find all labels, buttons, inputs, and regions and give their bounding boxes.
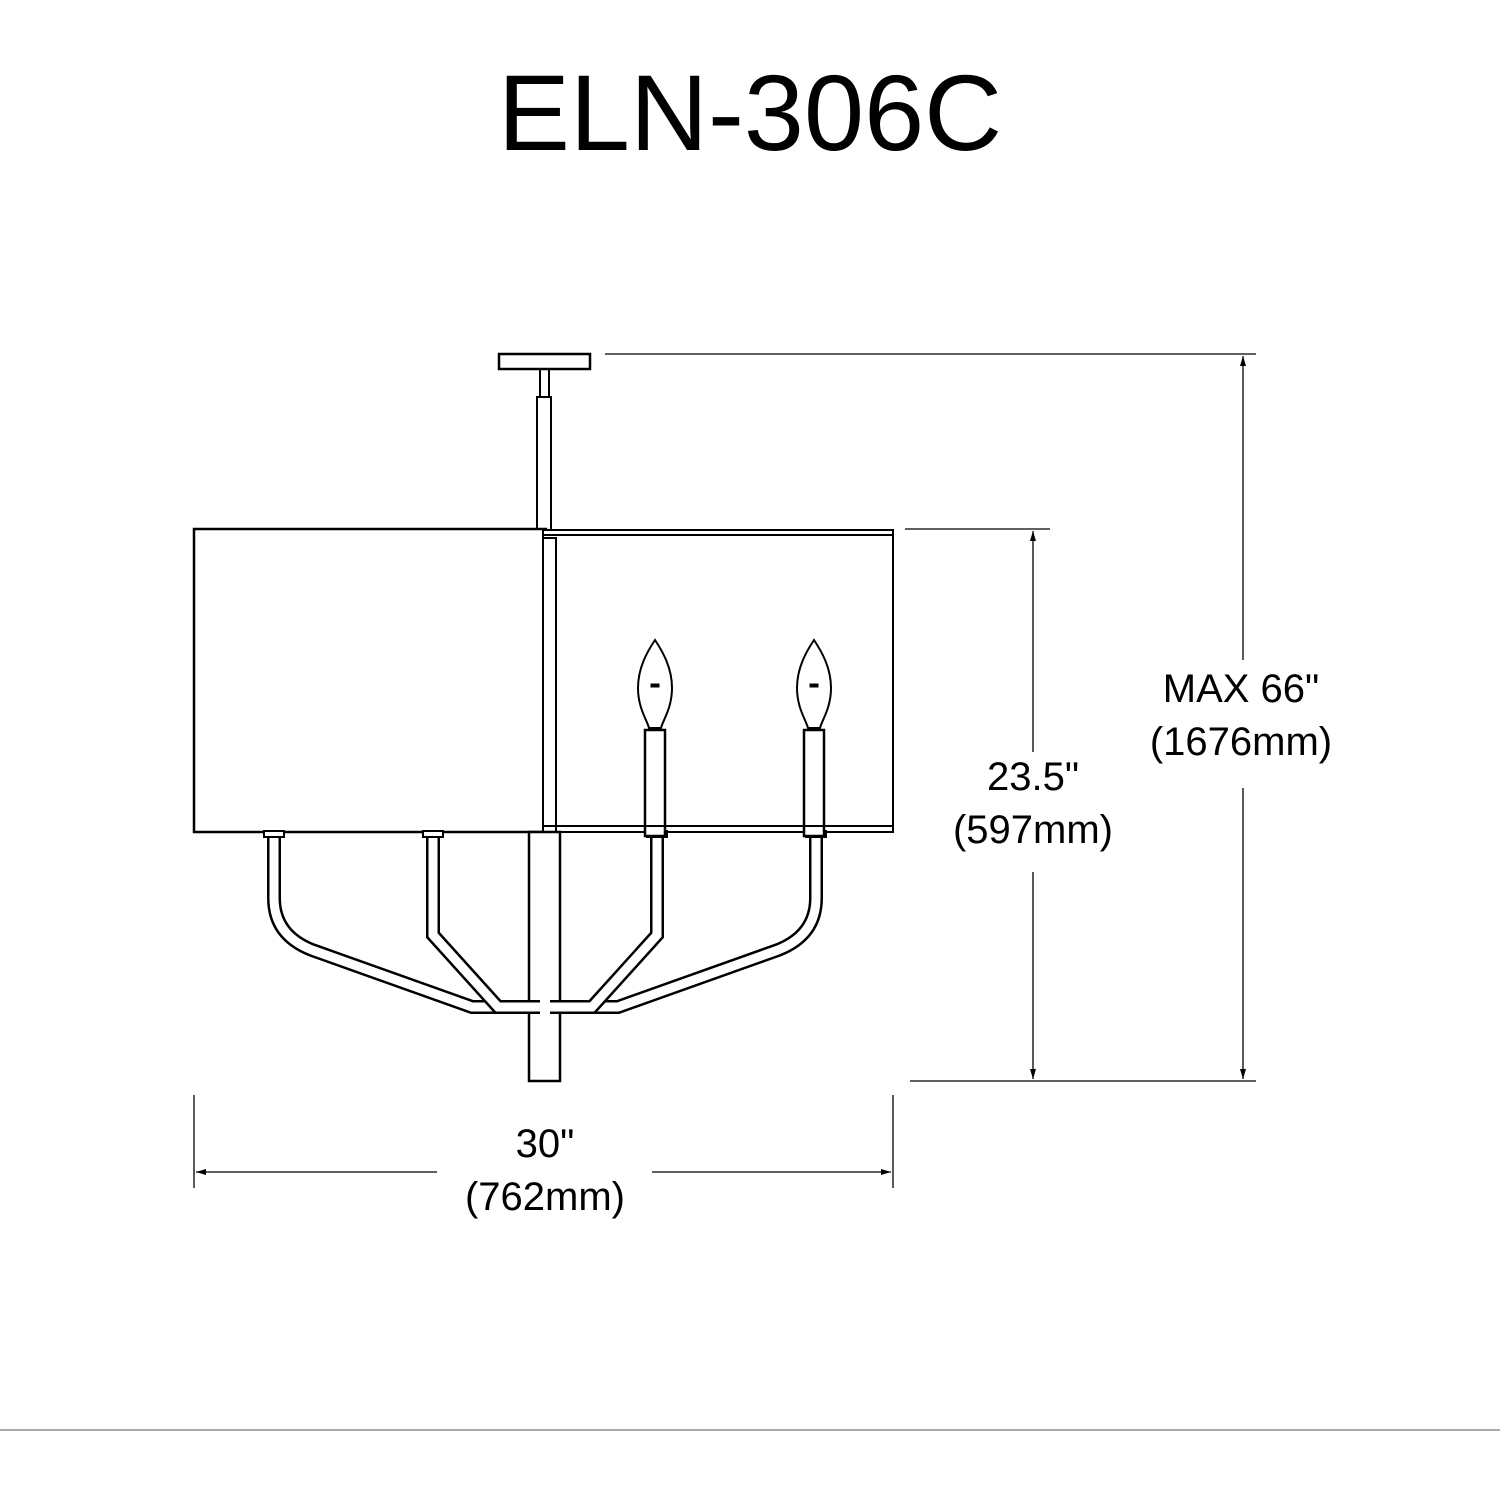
overall-height-metric: (1676mm) bbox=[1150, 720, 1332, 764]
center-column bbox=[527, 830, 562, 1083]
shade-back bbox=[192, 527, 548, 834]
width-metric: (762mm) bbox=[465, 1175, 625, 1219]
chandelier-drawing bbox=[192, 352, 894, 1083]
downrod bbox=[536, 396, 552, 532]
dimension-lines bbox=[0, 353, 1500, 1431]
arms-left bbox=[264, 831, 540, 1007]
canopy bbox=[497, 352, 592, 371]
canopy-stem bbox=[539, 368, 550, 398]
fixture-height-imperial: 23.5" bbox=[987, 755, 1079, 799]
arms-right bbox=[550, 831, 826, 1007]
width-imperial: 30" bbox=[516, 1122, 575, 1166]
fixture-height-metric: (597mm) bbox=[953, 808, 1113, 852]
model-title: ELN-306C bbox=[498, 52, 1002, 173]
shade-front bbox=[542, 529, 894, 833]
overall-height-imperial: MAX 66" bbox=[1163, 667, 1319, 711]
